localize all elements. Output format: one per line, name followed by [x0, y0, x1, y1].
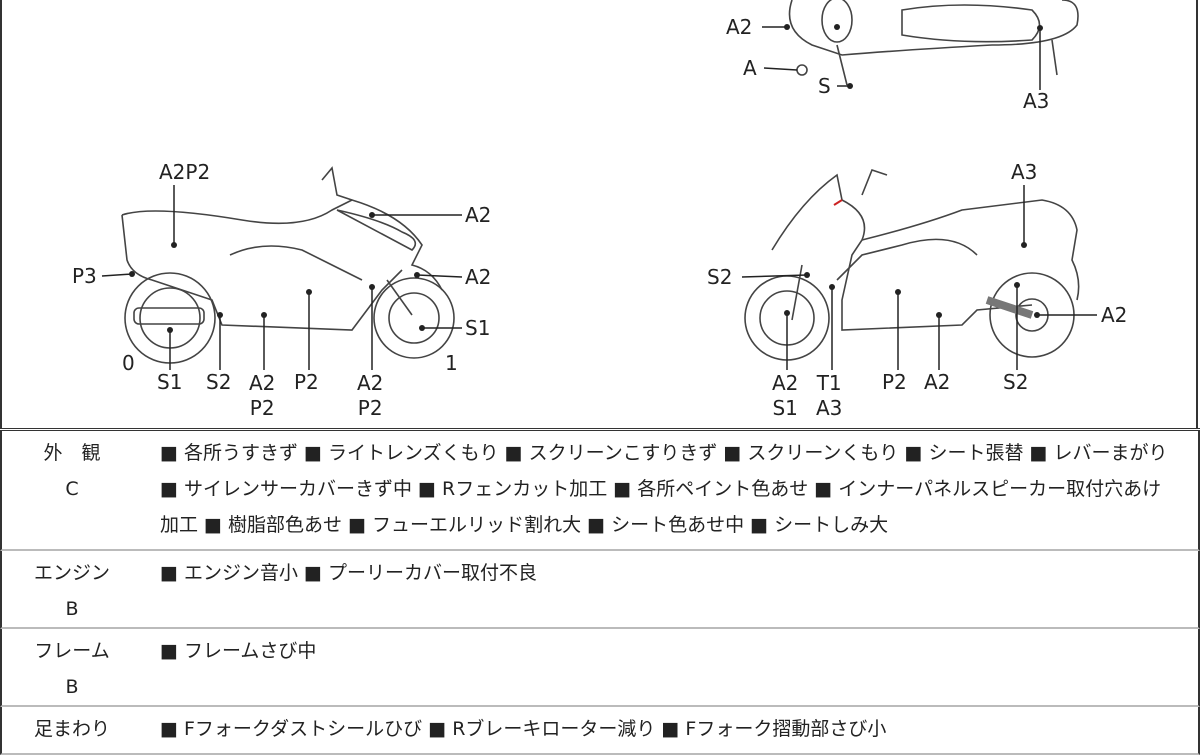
category-items: ■ エンジン音小 ■ プーリーカバー取付不良 [160, 562, 538, 584]
row-suspension: 足まわり ■ Fフォークダストシールひび ■ Rブレーキローター減り ■ Fフォ… [0, 707, 1200, 755]
damage-label: S2 [1003, 370, 1029, 394]
damage-label: A2P2 [159, 160, 211, 184]
damage-label: P2 [294, 370, 319, 394]
damage-label: S2 [707, 265, 733, 289]
category-grade: C [65, 478, 79, 500]
damage-label: A2 [726, 15, 753, 39]
damage-label: S1 [465, 316, 491, 340]
damage-label: A2 [1101, 303, 1128, 327]
damage-label: P3 [72, 264, 97, 288]
damage-label: A [743, 56, 757, 80]
damage-label: A2 [465, 265, 492, 289]
category-name: 足まわり [33, 718, 110, 740]
damage-label: T1 A3 [816, 371, 843, 420]
top-view-scooter [788, 0, 1079, 86]
right-side-scooter [744, 169, 1080, 361]
category-name: エンジン [33, 562, 110, 584]
category-grade: B [65, 676, 79, 698]
damage-label: S [818, 74, 831, 98]
damage-label: P2 [882, 370, 907, 394]
damage-label: A3 [1011, 160, 1038, 184]
damage-label: A2 P2 [357, 371, 384, 420]
damage-label: A3 [1023, 89, 1050, 113]
category-name: 外 観 [43, 442, 101, 464]
damage-label: S2 [206, 370, 232, 394]
damage-label: S1 [157, 370, 183, 394]
category-name: フレーム [34, 640, 110, 662]
category-items: ■ 各所うすきず ■ ライトレンズくもり ■ スクリーンこすりきず ■ スクリー… [160, 442, 1168, 536]
damage-label: A2 [924, 370, 951, 394]
odometer-digit: 0 [122, 351, 135, 375]
scooter-outlines [101, 0, 1097, 370]
category-grade: B [65, 598, 79, 620]
condition-table: 外 観 C ■ 各所うすきず ■ ライトレンズくもり ■ スクリーンこすりきず ■… [0, 428, 1200, 755]
damage-label: A2 P2 [249, 371, 276, 420]
row-engine: エンジン B ■ エンジン音小 ■ プーリーカバー取付不良 [0, 551, 1200, 629]
row-frame: フレーム B ■ フレームさび中 [0, 629, 1200, 707]
damage-diagram: A2 A S A3 A2P2 A2 P3 A2 S1 0 1 S1 S2 A2 … [0, 0, 1198, 428]
category-items: ■ Fフォークダストシールひび ■ Rブレーキローター減り ■ Fフォーク摺動部… [160, 718, 887, 740]
odometer-digit: 1 [445, 351, 458, 375]
leader-lines [101, 26, 1097, 370]
damage-points [129, 24, 1043, 333]
left-side-scooter [121, 166, 455, 364]
damage-label: A2 S1 [772, 371, 799, 420]
category-items: ■ フレームさび中 [160, 640, 317, 662]
damage-label: A2 [465, 203, 492, 227]
row-exterior: 外 観 C ■ 各所うすきず ■ ライトレンズくもり ■ スクリーンこすりきず ■… [0, 431, 1200, 551]
